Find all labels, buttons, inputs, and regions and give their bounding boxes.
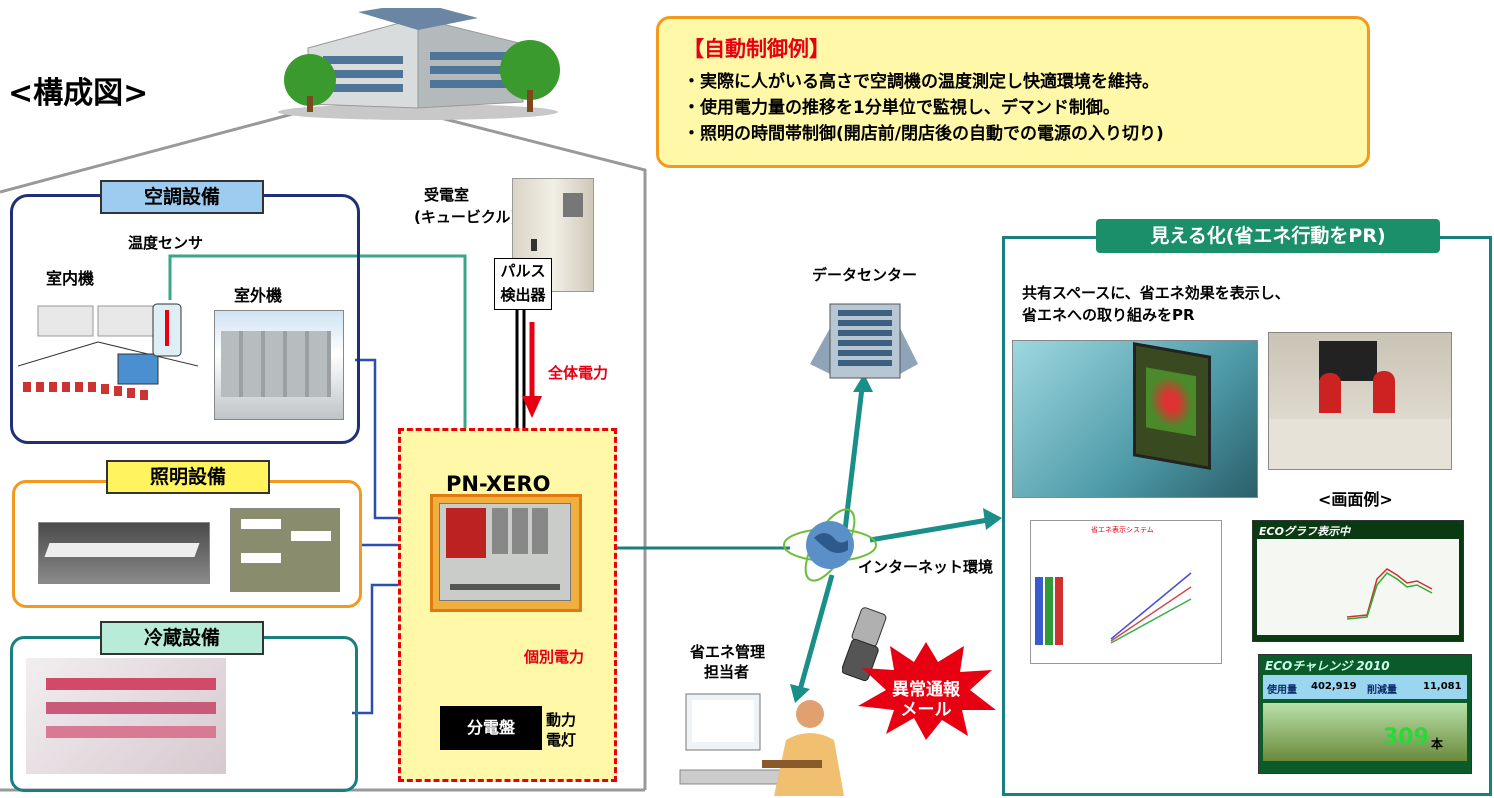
internet-datacenter-arrow <box>842 387 865 531</box>
lighting-label: 照明設備 <box>106 460 270 494</box>
visual-label: 見える化(省エネ行動をPR) <box>1096 219 1440 253</box>
manager-icon <box>679 693 844 796</box>
eco-graph-title: ECOグラフ表示中 <box>1259 525 1350 538</box>
pulse-line2: 検出器 <box>500 286 546 304</box>
screen-examples-label: <画面例> <box>1318 490 1393 509</box>
trees-value: 309 <box>1383 725 1429 750</box>
individual-power-label: 個別電力 <box>524 648 585 666</box>
datacenter-arrowhead <box>853 374 873 392</box>
visual-arrowhead <box>983 508 1002 530</box>
alert-label: 異常通報 メール <box>884 680 968 720</box>
auto-control-item-3: ・照明の時間帯制御(開店前/閉店後の自動での電源の入り切り) <box>683 124 1164 144</box>
indoor-label: 室内機 <box>46 269 95 288</box>
data-center-icon <box>810 303 918 379</box>
auto-control-box: 【自動制御例】 ・実際に人がいる高さで空調機の温度測定し快適環境を維持。 ・使用… <box>656 16 1370 168</box>
total-power-label: 全体電力 <box>548 364 609 382</box>
manager-line2: 担当者 <box>704 663 750 681</box>
distribution-panel: 分電盤 <box>440 706 542 750</box>
total-power-arrow-head <box>522 396 542 418</box>
refrigeration-label: 冷蔵設備 <box>100 621 264 655</box>
reduction-label: 削減量 <box>1367 685 1397 696</box>
ceiling-grid-image <box>230 508 340 592</box>
internet-label: インターネット環境 <box>858 558 994 576</box>
screen-system-chart <box>1035 572 1192 645</box>
light-line: 電灯 <box>546 731 577 749</box>
sensor-label: 温度センサ <box>128 234 204 252</box>
alert-burst-icon <box>858 642 996 740</box>
hvac-label: 空調設備 <box>100 180 264 214</box>
building-icon <box>278 8 560 120</box>
showcase-image <box>26 658 226 774</box>
screen-system-graph: 省エネ表示システム <box>1030 520 1222 664</box>
globe-icon <box>783 508 877 582</box>
eco-challenge-stats: 使用量 402,919 削減量 11,081 <box>1263 675 1467 699</box>
manager-line1: 省エネ管理 <box>690 643 766 661</box>
trees-unit: 本 <box>1431 737 1444 751</box>
internet-manager-arrow <box>797 574 835 691</box>
visual-desc-line1: 共有スペースに、省エネ効果を表示し、 <box>1022 284 1290 302</box>
screen-eco-graph: ECOグラフ表示中 <box>1252 520 1464 642</box>
reduction-value: 11,081 <box>1423 681 1462 692</box>
power-light-label: 動力 電灯 <box>546 710 576 750</box>
screen-sys-title: 省エネ表示システム <box>1091 526 1154 534</box>
pulse-detector: パルス 検出器 <box>494 258 552 310</box>
building-roof-right <box>424 112 647 790</box>
visual-desc-line2: 省エネへの取り組みをPR <box>1022 306 1195 324</box>
eco-challenge-title: ECOチャレンジ 2010 <box>1265 659 1390 673</box>
outdoor-label: 室外機 <box>234 286 283 305</box>
showroom-photo <box>1012 340 1258 498</box>
pn-xero-device <box>430 494 582 612</box>
auto-control-item-1: ・実際に人がいる高さで空調機の温度測定し快適環境を維持。 <box>683 72 1159 92</box>
device-label: PN-XERO <box>446 472 551 496</box>
auto-control-heading: 【自動制御例】 <box>683 37 830 61</box>
auto-control-item-2: ・使用電力量の推移を1分単位で監視し、デマンド制御。 <box>683 98 1120 118</box>
outdoor-unit-image <box>214 310 344 420</box>
alert-line2: メール <box>900 700 952 720</box>
power-line: 動力 <box>546 711 577 729</box>
usage-value: 402,919 <box>1311 681 1357 692</box>
manager-arrowhead <box>790 684 810 703</box>
eco-forest: 309 本 <box>1263 703 1467 761</box>
sensor-line <box>168 254 467 500</box>
substation-line1: 受電室 <box>424 186 470 204</box>
screen-eco-challenge: ECOチャレンジ 2010 使用量 402,919 削減量 11,081 309… <box>1258 654 1472 774</box>
pulse-line1: パルス <box>500 262 546 280</box>
data-center-label: データセンター <box>812 266 918 284</box>
eco-graph-chart <box>1346 568 1433 620</box>
ceiling-light-image <box>38 522 210 584</box>
alert-line1: 異常通報 <box>892 680 960 700</box>
diagram-title: <構成図> <box>8 76 149 111</box>
indoor-unit-image <box>18 303 198 400</box>
usage-label: 使用量 <box>1267 685 1297 696</box>
reception-photo <box>1268 332 1452 470</box>
building-roof-left <box>0 110 301 194</box>
manager-label: 省エネ管理 担当者 <box>690 642 765 682</box>
substation-line2: (キュービクル) <box>414 208 518 226</box>
internet-visual-arrow <box>869 517 989 543</box>
